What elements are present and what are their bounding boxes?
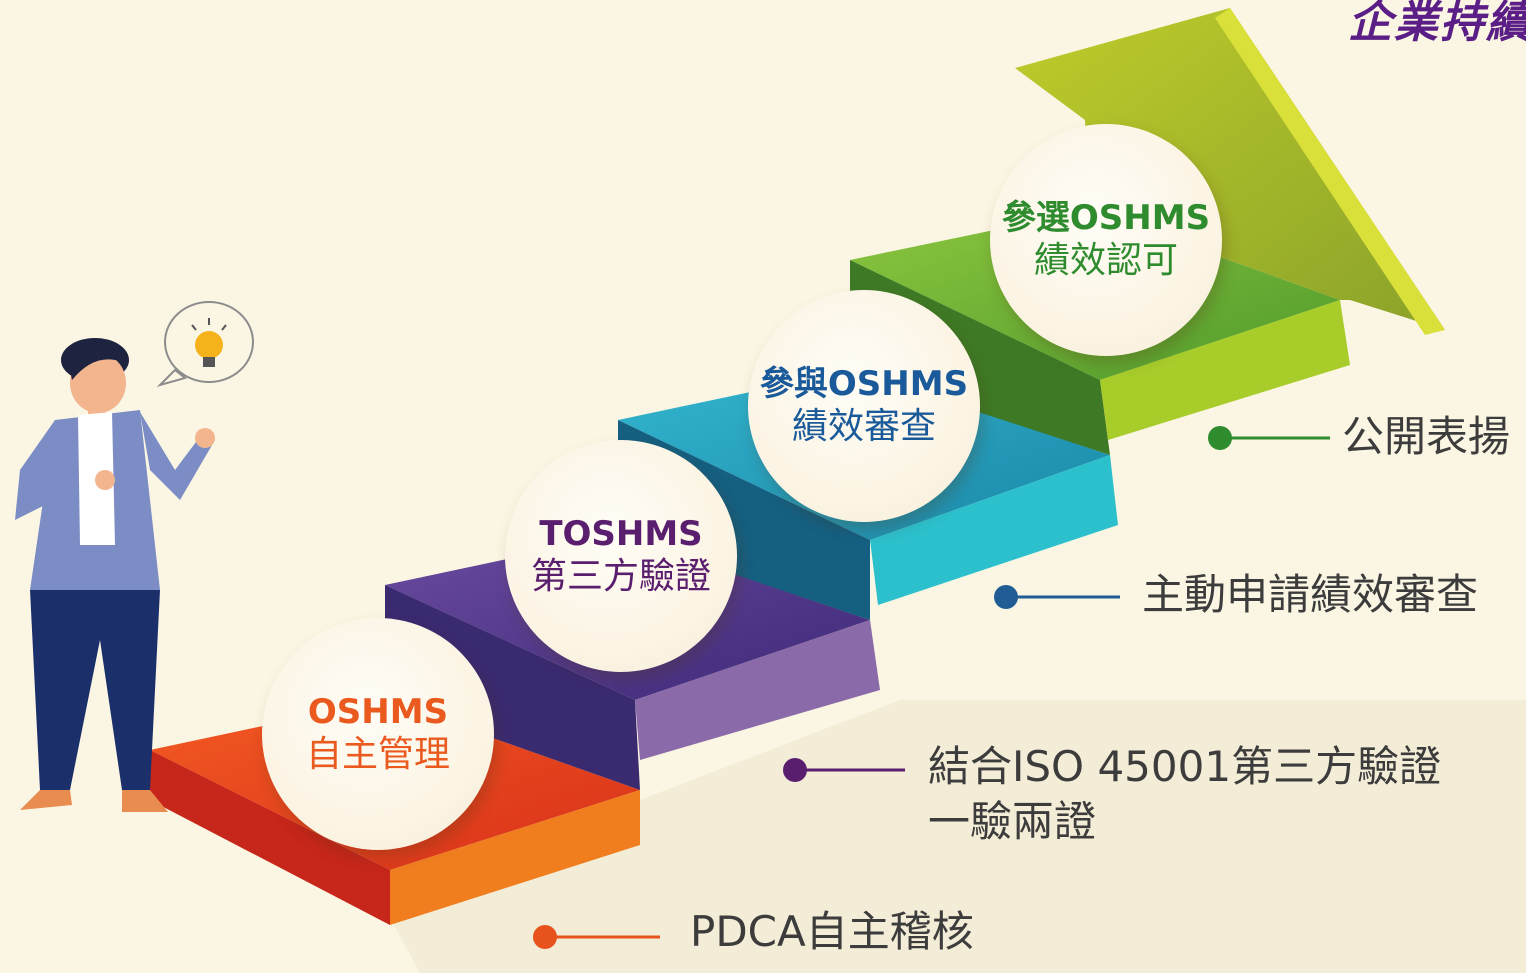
step-4-line2: 績效認可 [1033,239,1178,281]
connector-3 [994,585,1120,609]
lightbulb-icon [156,301,254,387]
step-3-line2: 績效審查 [791,405,936,447]
label-step-2: 結合ISO 45001第三方驗證 一驗兩證 [928,740,1441,849]
label-step-3: 主動申請績效審查 [1142,570,1479,619]
page-title: 企業持續 [1348,0,1526,48]
arrow-up [1015,8,1445,335]
label-step-2-line2: 一驗兩證 [928,796,1097,846]
step-2-line1: TOSHMS [539,514,703,554]
floor-shadow [380,700,1526,973]
step-4-circle: 參選OSHMS 績效認可 [990,124,1222,356]
step-2-line2: 第三方驗證 [530,555,711,597]
step-4-line1: 參選OSHMS [1001,198,1211,238]
step-1-line1: OSHMS [307,692,449,732]
connector-2 [783,758,905,782]
step-1-circle: OSHMS 自主管理 [262,618,494,850]
label-step-2-line1: 結合ISO 45001第三方驗證 [928,742,1442,791]
step-1-line2: 自主管理 [305,733,450,775]
step-2-circle: TOSHMS 第三方驗證 [505,440,737,672]
step-3-circle: 參與OSHMS 績效審查 [748,290,980,522]
connector-1 [533,925,660,949]
label-step-1: PDCA自主稽核 [690,907,974,956]
step-3-line1: 參與OSHMS [759,364,969,404]
label-step-4: 公開表揚 [1342,412,1511,461]
person-illustration [15,338,215,812]
connector-4 [1208,426,1330,450]
